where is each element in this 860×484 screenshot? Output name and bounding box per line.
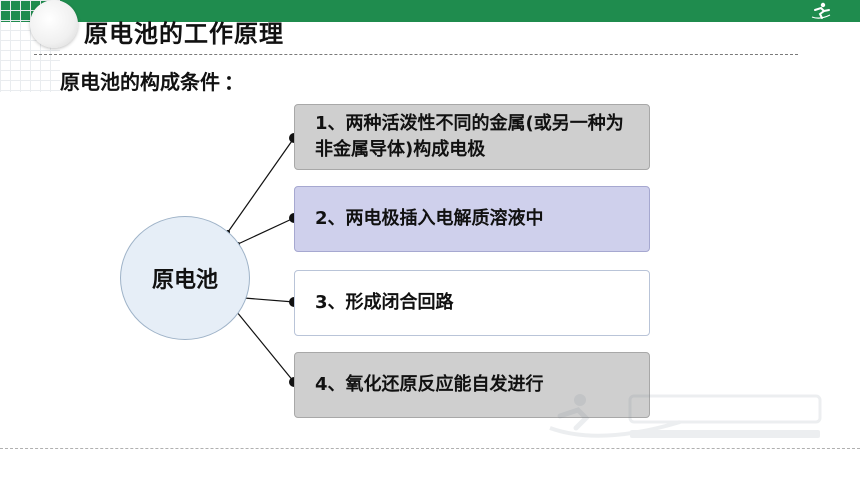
- condition-text-4: 4、氧化还原反应能自发进行: [315, 374, 544, 395]
- title-badge-circle: [30, 0, 78, 48]
- subtitle-text: 原电池的构成条件: [60, 70, 220, 94]
- condition-text-2: 2、两电极插入电解质溶液中: [315, 208, 544, 229]
- center-node-galvanic-cell: 原电池: [120, 216, 250, 340]
- page-title: 原电池的工作原理: [84, 20, 284, 48]
- runner-21-logo-icon: [811, 2, 831, 19]
- condition-box-4: 4、氧化还原反应能自发进行: [294, 352, 650, 418]
- condition-text-3: 3、形成闭合回路: [315, 292, 454, 313]
- top-banner: [0, 0, 860, 22]
- condition-box-2: 2、两电极插入电解质溶液中: [294, 186, 650, 252]
- condition-text-1: 1、两种活泼性不同的金属(或另一种为非金属导体)构成电极: [315, 113, 624, 160]
- condition-box-1: 1、两种活泼性不同的金属(或另一种为非金属导体)构成电极: [294, 104, 650, 170]
- connector-line-4: [231, 305, 295, 383]
- condition-box-3: 3、形成闭合回路: [294, 270, 650, 336]
- subtitle-colon: ：: [224, 70, 244, 94]
- section-subtitle: 原电池的构成条件：: [60, 66, 244, 95]
- title-divider: [34, 54, 798, 55]
- watermark-logo-icon: [549, 394, 822, 438]
- connector-line-2: [237, 217, 295, 245]
- connector-line-3: [243, 297, 295, 303]
- connector-line-1: [227, 137, 295, 233]
- brand-logo: [810, 2, 832, 20]
- footer-divider: [0, 448, 860, 449]
